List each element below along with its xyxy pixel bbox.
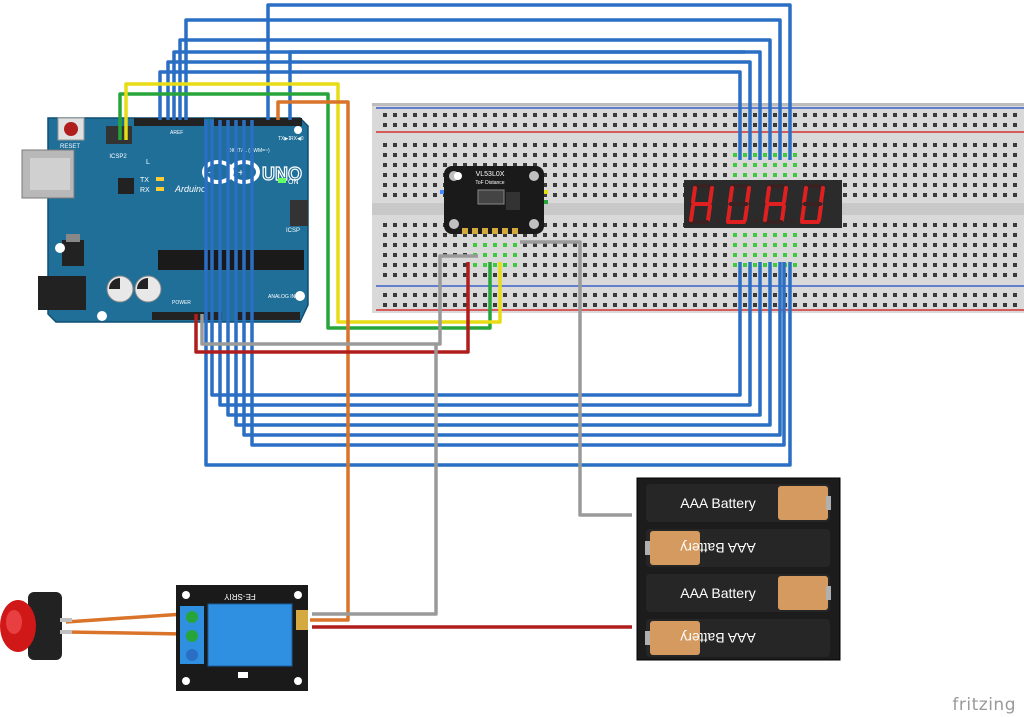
seven-segment-display: HUHU [684, 180, 842, 228]
wire-blue [218, 120, 752, 407]
segment [782, 186, 788, 204]
analog-label: ANALOG IN [268, 294, 296, 300]
model-label: UNO [262, 164, 302, 184]
arduino-uno-board: RESET ICSP2 L TX RX − + UNO Arduino ON A… [21, 117, 309, 323]
brand-label: Arduino [174, 184, 206, 194]
decimal-point [753, 219, 757, 223]
cell-cap [650, 621, 700, 655]
cell-terminal [826, 496, 831, 510]
tx-pin-label: TX▶1 [278, 136, 291, 142]
segment [817, 204, 823, 222]
wire-blue [204, 120, 792, 467]
relay-name: FE-SRIY [224, 592, 256, 601]
segment [745, 186, 751, 204]
cell-cap [650, 531, 700, 565]
svg-text:+: + [238, 168, 244, 179]
push-button[interactable] [0, 592, 72, 660]
cell-label: AAA Battery [680, 540, 755, 556]
icsp2-label: ICSP2 [109, 154, 127, 160]
cell-terminal [645, 631, 650, 645]
wire-blue [234, 120, 772, 427]
wire-green [118, 92, 492, 330]
wire-gray [312, 344, 438, 616]
segment [743, 204, 749, 222]
cell-cap [778, 486, 828, 520]
aref-label: AREF [170, 130, 183, 136]
segment [802, 186, 808, 204]
cell-label: AAA Battery [680, 630, 755, 646]
segment [763, 204, 769, 222]
decimal-point [716, 219, 720, 223]
cell-terminal [826, 586, 831, 600]
digital-label: DIGITAL (PWM=~) [228, 148, 270, 154]
wire-blue [242, 120, 782, 437]
wires [65, 3, 792, 636]
power-label: POWER [172, 300, 191, 306]
cell-label: AAA Battery [680, 585, 755, 601]
relay-module: FE-SRIY [176, 585, 308, 691]
cell-terminal [645, 541, 650, 555]
display-digit: H [763, 184, 794, 224]
segment [728, 186, 734, 204]
led-tx-label: TX [140, 177, 149, 184]
sensor-name: VL53L0X [476, 171, 505, 178]
cell-label: AAA Battery [680, 495, 755, 511]
cell-cap [778, 576, 828, 610]
wire-orange [276, 100, 350, 622]
display-digit: U [726, 184, 757, 224]
segment [780, 204, 786, 222]
aaa-battery-cell: AAA Battery [646, 484, 831, 522]
wire-blue [250, 120, 786, 447]
wire-orange [65, 630, 185, 636]
wire-blue [288, 50, 745, 120]
wire-blue [226, 120, 762, 417]
sensor-pins [462, 228, 518, 234]
display-digit: H [689, 184, 720, 224]
aaa-battery-cell: AAA Battery [645, 619, 830, 657]
rx-pin-label: RX◀0 [290, 136, 304, 142]
segment [765, 186, 771, 204]
segment [706, 204, 712, 222]
wire-blue [184, 18, 782, 160]
wire-red [194, 262, 470, 354]
segment [691, 186, 697, 204]
aaa-battery-cell: AAA Battery [646, 574, 831, 612]
segment [800, 204, 806, 222]
segment [708, 186, 714, 204]
wire-blue [178, 38, 772, 160]
wire-gray [520, 240, 632, 517]
sensor-subtitle: ToF Distance [475, 180, 504, 186]
led-rx-label: RX [140, 187, 150, 194]
fritzing-watermark: fritzing [952, 695, 1016, 715]
wire-gray [200, 254, 478, 346]
reset-label: RESET [60, 144, 80, 150]
segment [689, 204, 695, 222]
segment [726, 204, 732, 222]
wire-blue [158, 70, 742, 160]
wire-blue [166, 60, 752, 160]
icsp-label: ICSP [286, 228, 300, 234]
on-label: ON [288, 179, 299, 186]
segment [819, 186, 825, 204]
led-l-label: L [146, 159, 150, 166]
wire-blue [210, 120, 742, 397]
wire-orange [65, 612, 185, 624]
aaa-battery-cell: AAA Battery [645, 529, 830, 567]
wire-yellow [124, 82, 502, 324]
decimal-point [790, 219, 794, 223]
display-digit: U [800, 184, 825, 224]
vl53l0x-sensor: VL53L0X ToF Distance [440, 166, 548, 234]
